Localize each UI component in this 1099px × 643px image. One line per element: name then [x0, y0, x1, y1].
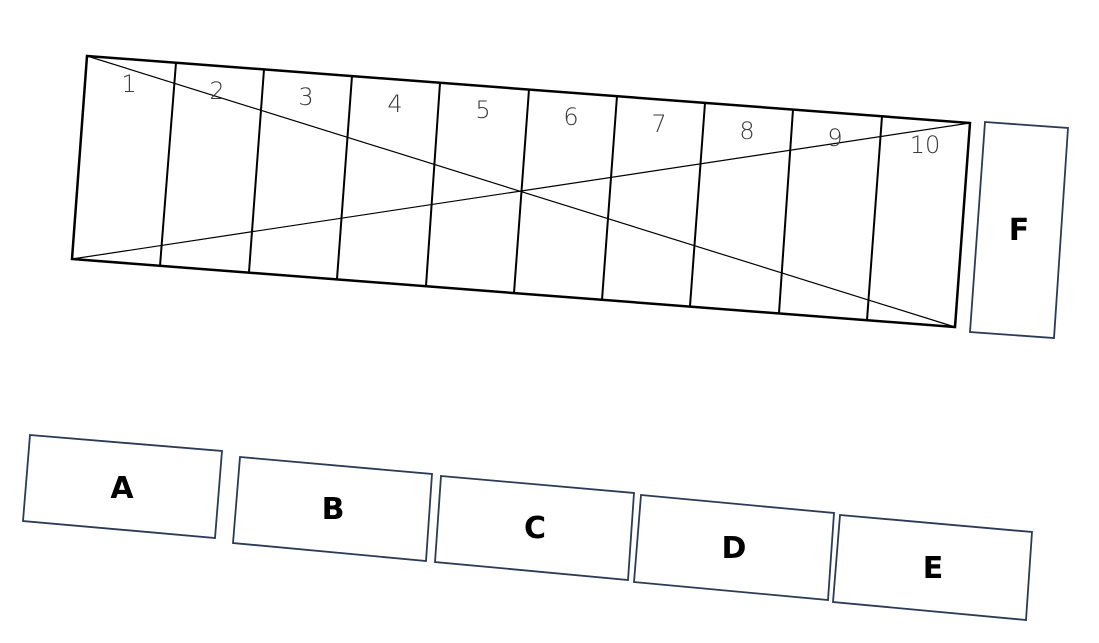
box-a-label: A	[110, 471, 134, 506]
box-e: E	[832, 514, 1033, 621]
box-f-outline	[969, 121, 1069, 339]
grid-divider	[778, 109, 794, 314]
grid-divider	[248, 69, 265, 273]
grid-diagonal	[71, 122, 971, 260]
box-d-label: D	[722, 531, 747, 566]
box-c-outline	[434, 475, 635, 581]
box-b-outline	[232, 456, 433, 562]
box-b-label: B	[322, 492, 345, 527]
box-f: F	[969, 121, 1069, 339]
cell-label-6: 6	[563, 103, 578, 131]
cell-label-3: 3	[298, 83, 313, 111]
cell-label-9: 9	[827, 124, 842, 152]
grid-divider	[336, 75, 353, 280]
box-e-outline	[832, 514, 1033, 621]
box-b: B	[232, 456, 433, 562]
cell-label-7: 7	[651, 110, 666, 138]
box-d-outline	[633, 494, 835, 601]
cell-label-10: 10	[910, 131, 941, 159]
cell-label-1: 1	[121, 70, 136, 98]
cell-label-2: 2	[209, 77, 224, 105]
numbered-grid: 1 2 3 4 5 6 7 8 9 10	[70, 54, 972, 329]
cell-label-5: 5	[475, 96, 490, 124]
box-d: D	[633, 494, 835, 601]
grid-divider	[601, 95, 618, 301]
box-c: C	[434, 475, 635, 581]
grid-divider	[866, 116, 883, 321]
cell-label-8: 8	[739, 117, 754, 145]
box-a-outline	[22, 434, 223, 539]
box-e-label: E	[923, 551, 944, 586]
box-a: A	[22, 434, 223, 539]
grid-divider	[159, 62, 177, 267]
box-c-label: C	[524, 511, 546, 546]
grid-divider	[425, 82, 441, 287]
grid-divider	[689, 102, 706, 307]
box-f-label: F	[1009, 213, 1030, 248]
cell-label-4: 4	[387, 90, 402, 118]
